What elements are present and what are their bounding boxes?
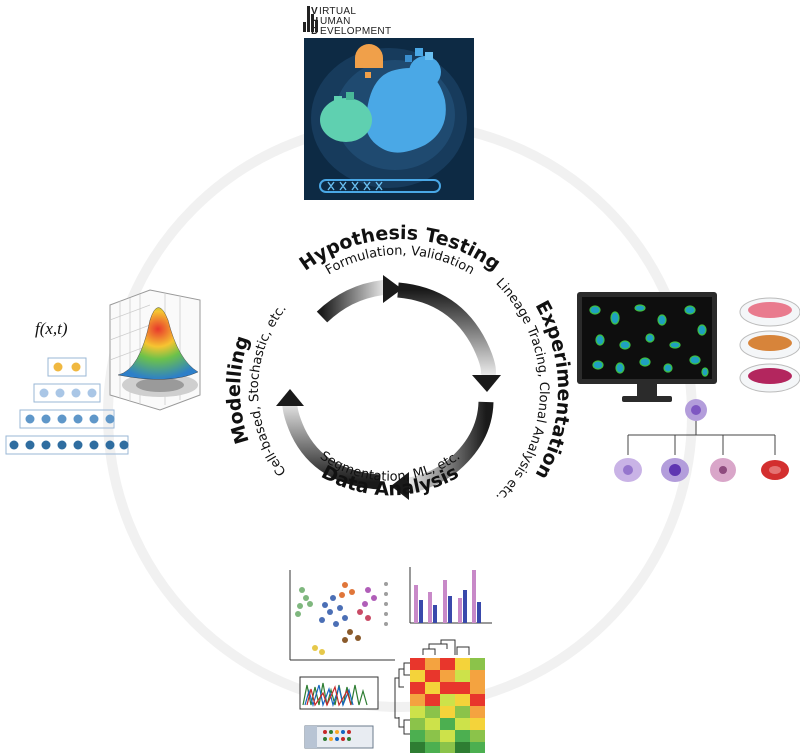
- logo-line3: EVELOPMENT: [320, 26, 391, 37]
- heatmap-with-dendrogram: [394, 639, 485, 753]
- analysis-illustration: [289, 567, 492, 753]
- svg-text:H: H: [311, 16, 319, 27]
- logo-line2: UMAN: [320, 16, 351, 27]
- fluorescent-cells: [589, 304, 709, 377]
- arrow-to-experiment-shaft: [397, 282, 496, 382]
- modelling-illustration: f(x,t): [5, 289, 201, 455]
- embryo-illustration: [304, 38, 474, 200]
- placenta-shape: [320, 98, 372, 142]
- logo-line1: IRTUAL: [319, 6, 356, 17]
- chromatogram: [299, 676, 379, 710]
- monitor-neck: [637, 384, 657, 396]
- heatmap-grid: [410, 658, 485, 753]
- progress-bar: [319, 179, 441, 193]
- modelling-subtitle: Cell-based, Stochastic, etc.: [247, 301, 290, 478]
- svg-text:D: D: [311, 26, 319, 37]
- arrow-to-modelling-head: [276, 389, 304, 406]
- arrow-to-modelling-shaft: [282, 396, 381, 490]
- differentiated-cells: [614, 458, 789, 482]
- scatter-clusters: [289, 570, 395, 661]
- monitor-base: [622, 396, 672, 402]
- bar-chart-mini: [409, 567, 492, 624]
- experimentation-illustration: [577, 292, 800, 482]
- arrow-to-hypothesis-head: [383, 275, 402, 303]
- arrow-to-analysis-shaft: [404, 401, 494, 493]
- yolk-sac-shape: [355, 44, 383, 68]
- network-nodes: [9, 362, 129, 450]
- petri-dish-stack: [739, 297, 800, 393]
- arrow-to-hypothesis-shaft: [316, 279, 389, 323]
- cycle-arrows: [276, 275, 501, 500]
- arrow-to-experiment-head: [472, 375, 501, 392]
- arrow-to-analysis-head: [391, 472, 409, 500]
- svg-text:V: V: [311, 6, 318, 17]
- vhd-logo: V IRTUAL H UMAN D EVELOPMENT: [303, 6, 391, 37]
- surface-plot: [109, 289, 201, 411]
- embryo-figure: [365, 68, 446, 153]
- outer-ring: [103, 118, 697, 712]
- lineage-tree: [627, 421, 776, 455]
- formula-label: f(x,t): [35, 319, 68, 338]
- microarray-slide: [304, 725, 374, 749]
